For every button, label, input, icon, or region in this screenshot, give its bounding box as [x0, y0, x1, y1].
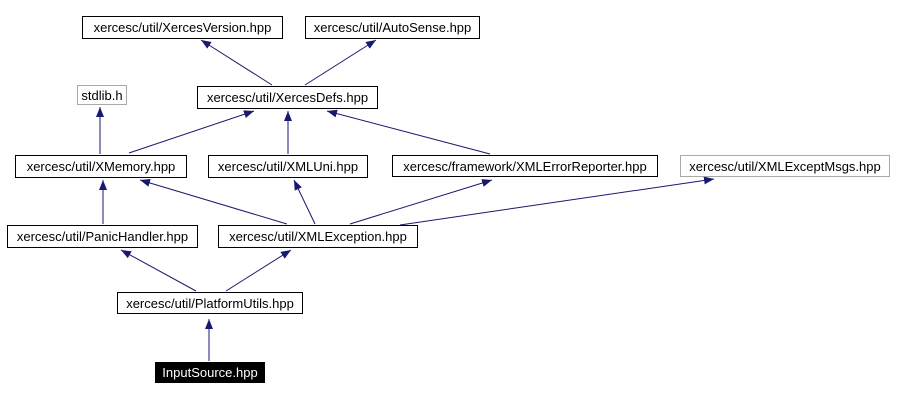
edge-xml-exception-to-xml-except-msgs — [399, 176, 715, 226]
node-label: xercesc/util/XMLExceptMsgs.hpp — [689, 158, 881, 174]
edge-xml-exception-to-xml-uni — [293, 179, 316, 225]
node-label: xercesc/util/PanicHandler.hpp — [16, 229, 189, 244]
node-label: xercesc/util/XMLException.hpp — [229, 229, 407, 244]
node-auto-sense[interactable]: xercesc/util/AutoSense.hpp — [305, 16, 480, 39]
node-label: xercesc/util/XercesDefs.hpp — [206, 90, 369, 105]
node-label: xercesc/util/PlatformUtils.hpp — [126, 295, 294, 311]
node-xmemory[interactable]: xercesc/util/XMemory.hpp — [15, 155, 187, 178]
node-xml-except-msgs[interactable]: xercesc/util/XMLExceptMsgs.hpp — [680, 155, 890, 177]
node-label: InputSource.hpp — [162, 365, 258, 380]
node-label: xercesc/util/XercesVersion.hpp — [93, 20, 272, 35]
edge-platform-utils-to-panic-handler — [120, 249, 197, 292]
node-panic-handler[interactable]: xercesc/util/PanicHandler.hpp — [7, 225, 198, 248]
edge-platform-utils-to-xml-exception — [225, 249, 292, 292]
node-label: stdlib.h — [81, 87, 123, 103]
node-label: xercesc/util/AutoSense.hpp — [313, 20, 472, 35]
node-label: xercesc/framework/XMLErrorReporter.hpp — [403, 158, 647, 174]
node-xerces-defs[interactable]: xercesc/util/XercesDefs.hpp — [197, 86, 378, 109]
node-input-source: InputSource.hpp — [155, 362, 265, 383]
node-stdlib[interactable]: stdlib.h — [77, 85, 127, 105]
node-xerces-version[interactable]: xercesc/util/XercesVersion.hpp — [82, 16, 283, 39]
node-platform-utils[interactable]: xercesc/util/PlatformUtils.hpp — [117, 292, 303, 314]
edge-xml-exception-to-xmemory — [139, 179, 288, 225]
edge-xmemory-to-xerces-defs — [128, 110, 255, 154]
edge-xml-exception-to-xml-error-reporter — [349, 179, 493, 225]
node-label: xercesc/util/XMLUni.hpp — [217, 159, 359, 174]
edge-xerces-defs-to-auto-sense — [304, 39, 377, 86]
node-xml-error-reporter[interactable]: xercesc/framework/XMLErrorReporter.hpp — [392, 155, 658, 177]
node-label: xercesc/util/XMemory.hpp — [26, 159, 176, 174]
edge-xml-error-reporter-to-xerces-defs — [326, 109, 491, 155]
node-xml-exception[interactable]: xercesc/util/XMLException.hpp — [218, 225, 418, 248]
node-xml-uni[interactable]: xercesc/util/XMLUni.hpp — [208, 155, 368, 178]
edge-xerces-defs-to-xerces-version — [200, 39, 273, 86]
